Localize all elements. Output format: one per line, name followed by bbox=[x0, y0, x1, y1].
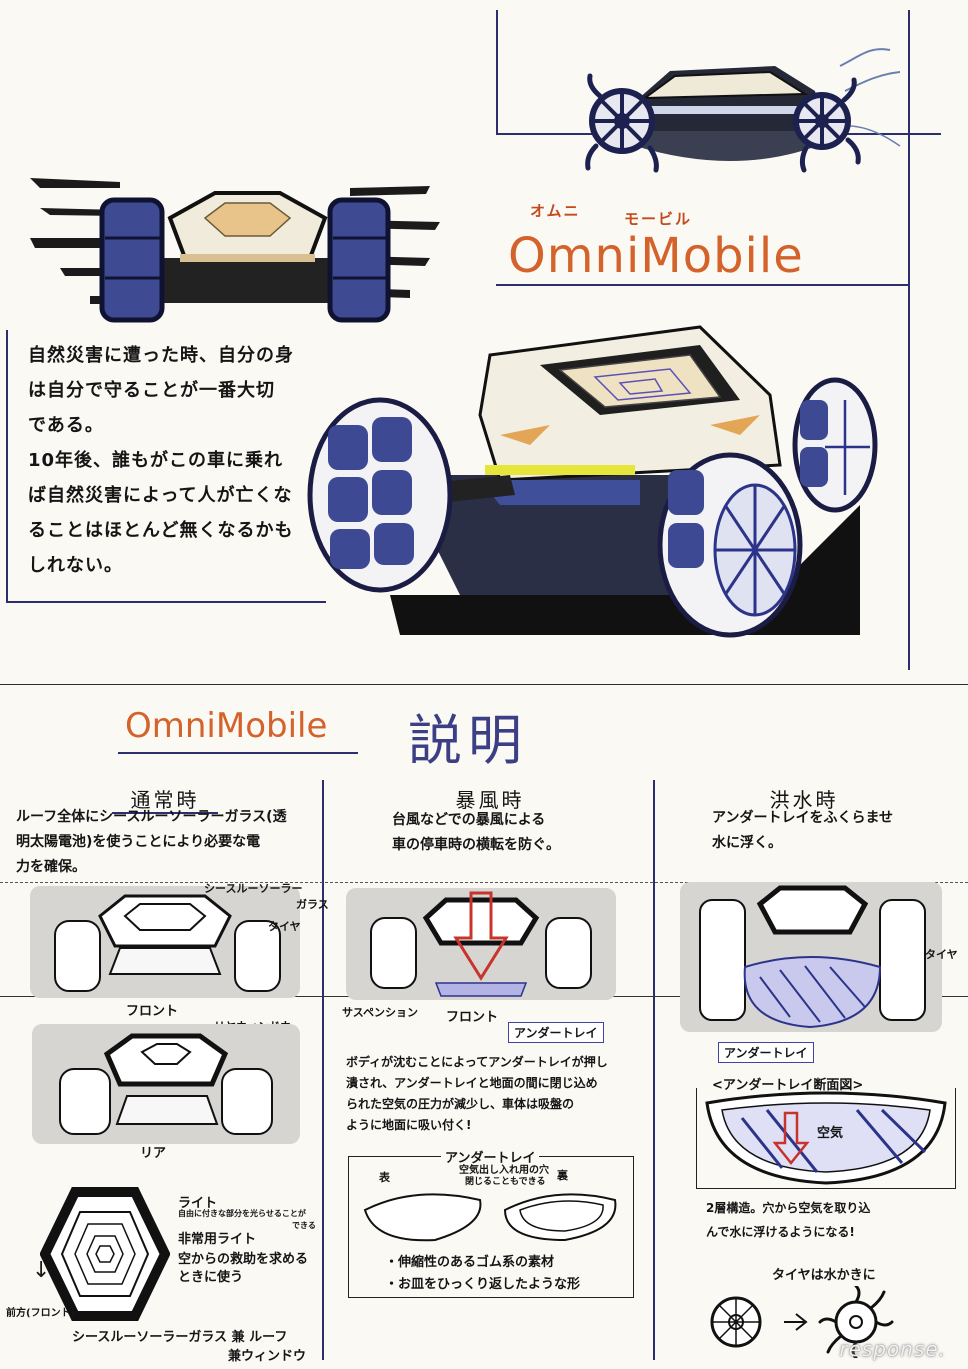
main-front-right-wheel bbox=[657, 452, 803, 638]
label-rear: リア bbox=[140, 1146, 167, 1161]
label-flood-undertray: アンダートレイ bbox=[718, 1042, 814, 1063]
cross-section-diagram: 空気 bbox=[696, 1088, 956, 1189]
desc-line: 台風などでの暴風による bbox=[392, 812, 546, 828]
desc-line: ルーフ全体にシースルーソーラーガラス(透 bbox=[16, 809, 287, 825]
dashed-guide bbox=[0, 882, 968, 883]
explain-brand: OmniMobile bbox=[125, 706, 328, 746]
column-normal-desc: ルーフ全体にシースルーソーラーガラス(透 明太陽電池)を使うことにより必要な電 … bbox=[16, 805, 321, 880]
layer-line: 2層構造。穴から空気を取り込 bbox=[706, 1201, 871, 1215]
label-direction: 前方(フロント) bbox=[6, 1308, 76, 1319]
label-emergency-light: 非常用ライト bbox=[178, 1232, 257, 1247]
column-normal-title-underline bbox=[112, 812, 218, 814]
desc-line: 水に浮く。 bbox=[712, 835, 782, 851]
tire-paddle-diagram bbox=[710, 1286, 894, 1358]
section-divider bbox=[0, 684, 968, 685]
front-left-wheel bbox=[99, 197, 165, 323]
column-divider-2 bbox=[653, 780, 655, 1360]
layer-note: 2層構造。穴から空気を取り込 んで水に浮けるようになる! bbox=[706, 1196, 956, 1244]
column-normal-title: 通常時 bbox=[130, 788, 200, 812]
body-line: ように地面に吸い付く! bbox=[346, 1118, 472, 1132]
intro-line: ば自然災害によって人が亡くな bbox=[28, 485, 293, 506]
label-suspension: サスペンション bbox=[342, 1006, 419, 1019]
intro-line: 10年後、誰もがこの車に乗れ bbox=[28, 450, 284, 471]
flood-section-title: <アンダートレイ断面図> bbox=[712, 1078, 864, 1093]
column-storm-desc: 台風などでの暴風による 車の停車時の横転を防ぐ。 bbox=[392, 808, 642, 858]
main-rear-wheel bbox=[792, 377, 878, 513]
undertray-box: アンダートレイ 表 裏 空気出し入れ用の穴 閉じることもできる ・伸縮性のあるゴ… bbox=[348, 1147, 634, 1298]
tray-bullet-2: ・お皿をひっくり返したような形 bbox=[385, 1277, 581, 1292]
brand-title: OmniMobile bbox=[508, 228, 804, 284]
label-seethrough: シースルーソーラー bbox=[204, 882, 303, 895]
tray-title: アンダートレイ bbox=[441, 1147, 540, 1166]
body-line: られた空気の圧力が減少し、車体は吸盤の bbox=[346, 1097, 575, 1111]
direction-arrow: ↓ bbox=[32, 1258, 51, 1283]
intro-line: ることはほとんど無くなるかも bbox=[28, 520, 294, 541]
storm-front-view bbox=[346, 888, 616, 1000]
label-seethrough-glass: ガラス bbox=[296, 898, 329, 911]
main-front-left-wheel bbox=[307, 397, 453, 593]
intro-line: しれない。 bbox=[28, 555, 123, 576]
body-line: ボディが沈むことによってアンダートレイが押し bbox=[346, 1055, 608, 1069]
tray-sketch bbox=[363, 1193, 617, 1242]
intro-line: 自然災害に遭った時、自分の身 bbox=[28, 345, 294, 366]
label-front: フロント bbox=[126, 1004, 179, 1019]
explain-heading: 説明 bbox=[408, 709, 528, 772]
column-storm-title: 暴風時 bbox=[455, 788, 525, 812]
rear-wheel bbox=[793, 92, 851, 150]
caption-glass-roof: シースルーソーラーガラス 兼 ルーフ bbox=[72, 1330, 288, 1345]
watermark: response. bbox=[839, 1337, 946, 1361]
roof-light-diagram bbox=[40, 1187, 170, 1321]
front-right-wheel bbox=[327, 197, 391, 323]
desc-line: 明太陽電池)を使うことにより必要な電 bbox=[16, 834, 261, 850]
intro-text: 自然災害に遭った時、自分の身 は自分で守ることが一番大切 である。 10年後、誰… bbox=[28, 338, 298, 583]
frame-left-vertical bbox=[6, 330, 8, 602]
vehicle-main-sketch bbox=[307, 325, 878, 638]
tray-hole: 空気出し入れ用の穴 bbox=[459, 1165, 549, 1176]
body-line: 潰され、アンダートレイと地面の間に閉じ込め bbox=[346, 1076, 598, 1090]
label-flood-tire: タイヤ bbox=[925, 948, 958, 961]
label-light: ライト bbox=[178, 1196, 218, 1211]
flood-front-view bbox=[680, 882, 942, 1032]
ruby-omni: オムニ bbox=[530, 202, 581, 220]
frame-bottom-horizontal bbox=[6, 601, 326, 603]
explain-brand-underline bbox=[118, 752, 358, 754]
paddle-note: タイヤは水かきに bbox=[772, 1268, 876, 1283]
vehicle-side-sketch bbox=[585, 48, 901, 173]
tray-back: 裏 bbox=[557, 1169, 568, 1182]
frame-top-vertical-left bbox=[496, 10, 498, 135]
label-light-note-2: できる bbox=[292, 1221, 316, 1230]
tray-hole-note: 閉じることもできる bbox=[465, 1177, 546, 1187]
intro-line: は自分で守ることが一番大切 bbox=[28, 380, 275, 401]
storm-body-text: ボディが沈むことによってアンダートレイが押し 潰され、アンダートレイと地面の間に… bbox=[346, 1052, 646, 1136]
caption-window: 兼ウィンドウ bbox=[228, 1349, 307, 1364]
tray-bullet-1: ・伸縮性のあるゴム系の素材 bbox=[385, 1255, 555, 1270]
ruby-mobile: モービル bbox=[624, 210, 693, 228]
desc-line: アンダートレイをふくらませ bbox=[712, 810, 894, 826]
column-flood-title: 洪水時 bbox=[769, 788, 839, 812]
tray-front: 表 bbox=[379, 1171, 390, 1184]
layer-line: んで水に浮けるようになる! bbox=[706, 1225, 855, 1239]
front-wheel bbox=[589, 88, 655, 154]
label-tire: タイヤ bbox=[268, 920, 301, 933]
label-storm-undertray: アンダートレイ bbox=[508, 1022, 604, 1043]
frame-right-vertical bbox=[908, 10, 910, 670]
label-storm-front: フロント bbox=[446, 1010, 499, 1025]
desc-line: 力を確保。 bbox=[16, 859, 86, 875]
vehicle-front-sketch bbox=[30, 178, 440, 323]
desc-line: 車の停車時の横転を防ぐ。 bbox=[392, 837, 560, 853]
label-light-note: 自由に付きな部分を光らせることが bbox=[178, 1209, 306, 1218]
column-divider-1 bbox=[322, 780, 324, 1360]
label-emergency-note-2: ときに使う bbox=[178, 1270, 244, 1285]
normal-rear-view bbox=[32, 1024, 300, 1144]
label-air: 空気 bbox=[817, 1126, 844, 1141]
intro-line: である。 bbox=[28, 415, 104, 436]
label-emergency-note-1: 空からの救助を求める bbox=[178, 1252, 309, 1267]
normal-front-view bbox=[30, 886, 300, 998]
column-flood-desc: アンダートレイをふくらませ 水に浮く。 bbox=[712, 806, 952, 856]
title-underline bbox=[496, 284, 910, 286]
